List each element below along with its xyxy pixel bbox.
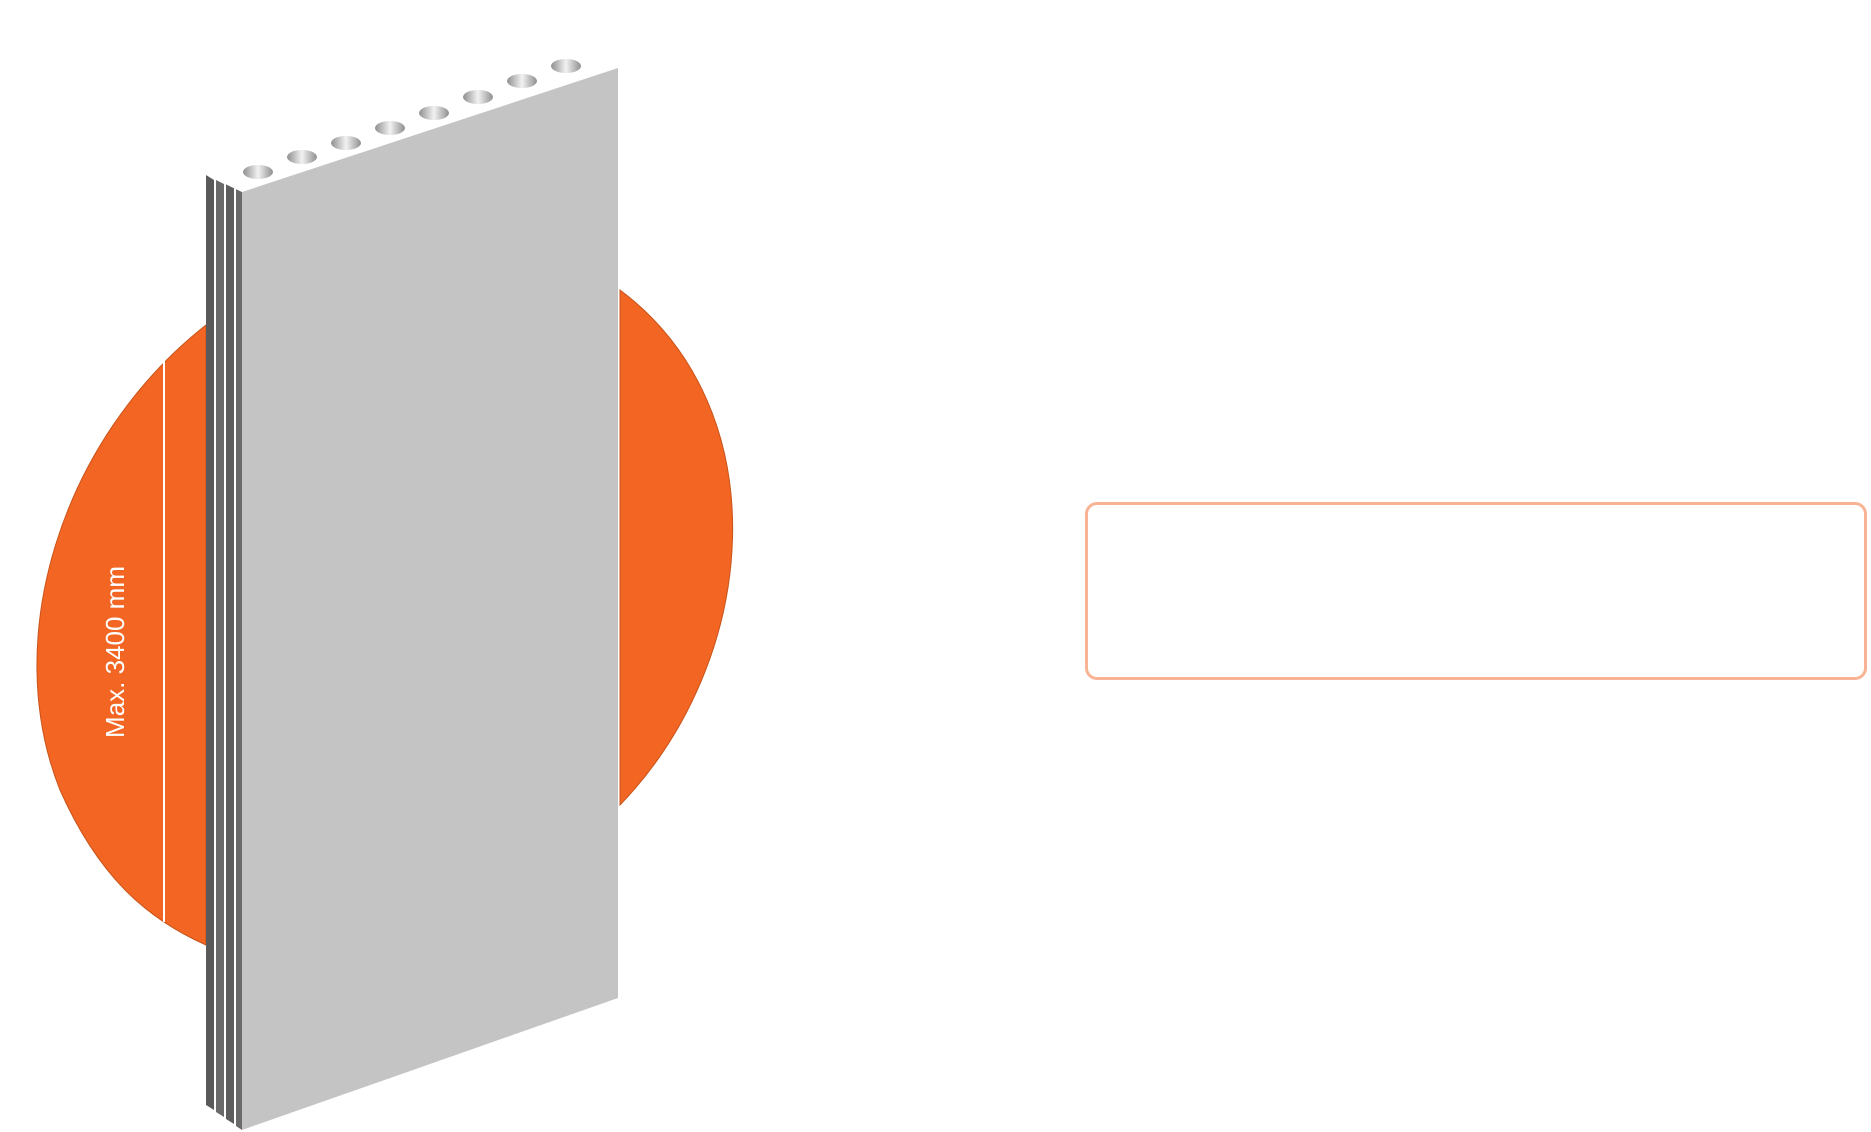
panel-side-edge [236,188,242,1130]
hollow-core-hole [331,136,361,150]
panel-side-edge [206,175,214,1110]
hollow-core-hole [463,90,493,104]
panel-front-face [242,68,618,1130]
hollow-core-hole [287,150,317,164]
panel-side-edge [226,184,234,1124]
hollow-core-hole [375,121,405,135]
info-box [1085,502,1867,680]
hollow-core-hole [243,165,273,179]
hollow-core-hole [419,106,449,120]
height-dimension-label: Max. 3400 mm [100,566,130,738]
hollow-core-hole [551,59,581,73]
hollow-core-hole [507,74,537,88]
panel-side-edge [216,180,224,1117]
orange-backdrop-shape [36,288,733,946]
